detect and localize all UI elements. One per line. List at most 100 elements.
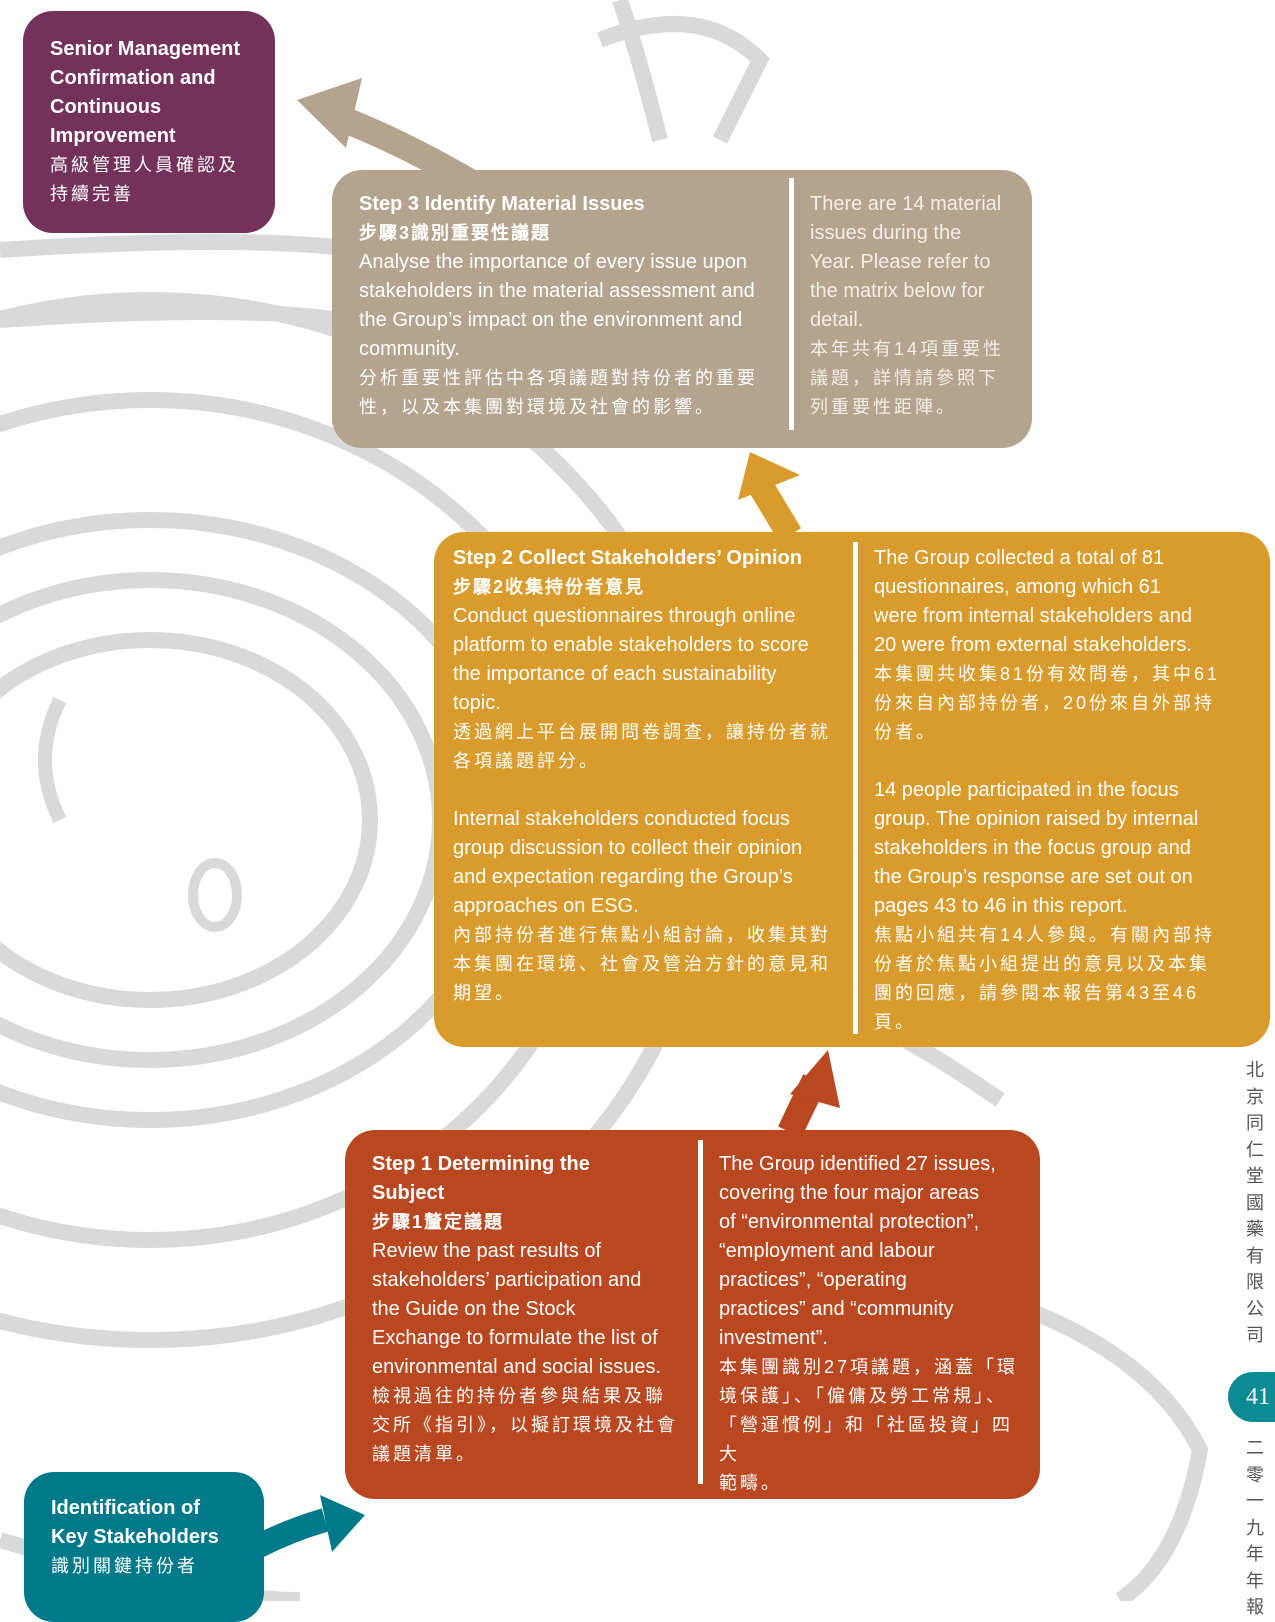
vertical-char: 九: [1246, 1517, 1264, 1539]
step3-right-zh-line: 本年共有14項重要性: [810, 339, 1005, 359]
step3-right-column: There are 14 material issues during the …: [810, 190, 1025, 422]
step1-body-line: stakeholders’ participation and: [372, 1269, 642, 1291]
step2-box: Step 2 Collect Stakeholders’ Opinion 步驟2…: [434, 532, 1270, 1047]
step3-right-zh-line: 議題，詳情請參照下: [810, 368, 999, 388]
arrow-ident-to-step1: [249, 1495, 365, 1559]
senior-title-line-3: Continuous: [50, 96, 162, 118]
step2-divider: [853, 542, 858, 1034]
step2-right-line: were from internal stakeholders and: [874, 605, 1192, 627]
identification-title-line: Key Stakeholders: [51, 1526, 219, 1548]
step1-title-zh: 步驟1釐定議題: [372, 1212, 505, 1232]
vertical-char: 仁: [1246, 1139, 1264, 1161]
step1-right-line: of “environmental protection”,: [719, 1211, 980, 1233]
step3-left-column: Step 3 Identify Material Issues 步驟3識別重要性…: [359, 190, 789, 422]
identification-title-line: Identification of: [51, 1497, 200, 1519]
step3-body-line: community.: [359, 338, 460, 360]
senior-title-zh-2: 持續完善: [50, 184, 134, 204]
step2-body-zh-line: 透過網上平台展開問卷調查，讓持份者就: [453, 722, 831, 742]
step2-right-line: 14 people participated in the focus: [874, 779, 1179, 801]
arrow-step1-to-step2: [778, 1050, 840, 1138]
step1-right-line: “employment and labour: [719, 1240, 935, 1262]
vertical-char: 公: [1246, 1298, 1264, 1320]
step3-title: Step 3 Identify Material Issues: [359, 193, 645, 215]
step2-title-zh: 步驟2收集持份者意見: [453, 577, 646, 597]
step1-right-line: practices”, “operating: [719, 1269, 907, 1291]
step2-body-line: approaches on ESG.: [453, 895, 639, 917]
step1-body-line: Review the past results of: [372, 1240, 601, 1262]
step2-right-zh-line: 份者於焦點小組提出的意見以及本集: [874, 954, 1210, 974]
step3-body-zh-line: 性，以及本集團對環境及社會的影響。: [359, 397, 716, 417]
step1-body-line: environmental and social issues.: [372, 1356, 662, 1378]
vertical-char: 一: [1246, 1491, 1264, 1512]
step2-right-line: stakeholders in the focus group and: [874, 837, 1191, 859]
step2-body-line: Conduct questionnaires through online: [453, 605, 796, 627]
step2-body-zh-line: 各項議題評分。: [453, 751, 600, 771]
senior-title-line-1: Senior Management: [50, 38, 241, 60]
identification-title-zh: 識別關鍵持份者: [51, 1556, 198, 1576]
step1-right-line: covering the four major areas: [719, 1182, 980, 1204]
step1-right-zh-line: 本集團識別27項議題，涵蓋「環: [719, 1357, 1019, 1377]
step2-right-zh-line: 團的回應，請參閱本報告第43至46: [874, 983, 1200, 1003]
step1-right-zh-line: 範疇。: [719, 1473, 782, 1493]
step2-title: Step 2 Collect Stakeholders’ Opinion: [453, 547, 802, 569]
step2-right-line: The Group collected a total of 81: [874, 547, 1165, 569]
step2-left-column: Step 2 Collect Stakeholders’ Opinion 步驟2…: [453, 544, 853, 1008]
step1-body-line: Exchange to formulate the list of: [372, 1327, 658, 1349]
step3-right-line: detail.: [810, 309, 864, 331]
step2-body-line: platform to enable stakeholders to score: [453, 634, 809, 656]
company-name-vertical: 北 京 同 仁 堂 國 藥 有 限 公 司: [1240, 1058, 1270, 1350]
step1-body-zh-line: 交所《指引》，以擬訂環境及社會: [372, 1415, 678, 1435]
step3-right-line: issues during the: [810, 222, 962, 244]
vertical-char: 同: [1246, 1113, 1264, 1134]
step3-body-line: stakeholders in the material assessment …: [359, 280, 755, 302]
step1-body-zh-line: 檢視過往的持份者參與結果及聯: [372, 1386, 666, 1406]
step2-body-line: and expectation regarding the Group’s: [453, 866, 793, 888]
page-number-badge: 41: [1228, 1372, 1275, 1422]
step3-box: Step 3 Identify Material Issues 步驟3識別重要性…: [332, 170, 1032, 448]
step3-title-zh: 步驟3識別重要性議題: [359, 223, 552, 243]
step2-body-line: topic.: [453, 692, 501, 714]
step2-right-line: pages 43 to 46 in this report.: [874, 895, 1128, 917]
step3-right-line: Year. Please refer to: [810, 251, 991, 273]
step2-right-zh-line: 頁。: [874, 1012, 916, 1032]
step3-body-line: Analyse the importance of every issue up…: [359, 251, 747, 273]
step1-right-zh-line: 「營運慣例」和「社區投資」四大: [719, 1415, 1013, 1464]
step2-body-zh-line: 本集團在環境、社會及管治方針的意見和: [453, 954, 831, 974]
vertical-char: 京: [1246, 1086, 1264, 1108]
step2-body-line: group discussion to collect their opinio…: [453, 837, 803, 859]
step2-right-zh-line: 份來自內部持份者，20份來自外部持: [874, 693, 1216, 713]
step1-right-line: The Group identified 27 issues,: [719, 1153, 996, 1175]
vertical-char: 年: [1246, 1544, 1264, 1565]
step1-right-line: investment”.: [719, 1327, 828, 1349]
senior-title-zh-1: 高級管理人員確認及: [50, 155, 239, 175]
step1-body-line: the Guide on the Stock: [372, 1298, 576, 1320]
vertical-char: 年: [1246, 1570, 1264, 1592]
vertical-char: 堂: [1246, 1166, 1264, 1187]
step1-title-line: Subject: [372, 1182, 445, 1204]
vertical-char: 藥: [1246, 1219, 1264, 1240]
step2-right-line: questionnaires, among which 61: [874, 576, 1161, 598]
step1-right-column: The Group identified 27 issues, covering…: [719, 1150, 1024, 1498]
vertical-char: 報: [1246, 1597, 1264, 1618]
step2-body-zh-line: 期望。: [453, 983, 516, 1003]
step1-title-line: Step 1 Determining the: [372, 1153, 590, 1175]
vertical-char: 國: [1246, 1192, 1264, 1214]
step1-box: Step 1 Determining the Subject 步驟1釐定議題 R…: [345, 1130, 1040, 1499]
vertical-char: 有: [1246, 1245, 1264, 1267]
step3-body-zh-line: 分析重要性評估中各項議題對持份者的重要: [359, 368, 758, 388]
senior-management-box: Senior Management Confirmation and Conti…: [23, 11, 275, 233]
step1-body-zh-line: 議題清單。: [372, 1444, 477, 1464]
annual-report-vertical: 二 零 一 九 年 年 報: [1240, 1436, 1270, 1622]
step2-body-line: the importance of each sustainability: [453, 663, 777, 685]
senior-title-line-2: Confirmation and: [50, 67, 216, 89]
step2-right-column: The Group collected a total of 81 questi…: [874, 544, 1234, 1037]
vertical-char: 零: [1246, 1464, 1264, 1486]
step2-right-zh-line: 焦點小組共有14人參與。有關內部持: [874, 925, 1216, 945]
step1-left-column: Step 1 Determining the Subject 步驟1釐定議題 R…: [372, 1150, 692, 1469]
step2-right-zh-line: 份者。: [874, 722, 937, 742]
step2-right-line: group. The opinion raised by internal: [874, 808, 1199, 830]
step3-body-line: the Group’s impact on the environment an…: [359, 309, 743, 331]
vertical-char: 限: [1246, 1272, 1264, 1293]
step2-body-zh-line: 內部持份者進行焦點小組討論，收集其對: [453, 925, 831, 945]
step3-right-line: the matrix below for: [810, 280, 985, 302]
